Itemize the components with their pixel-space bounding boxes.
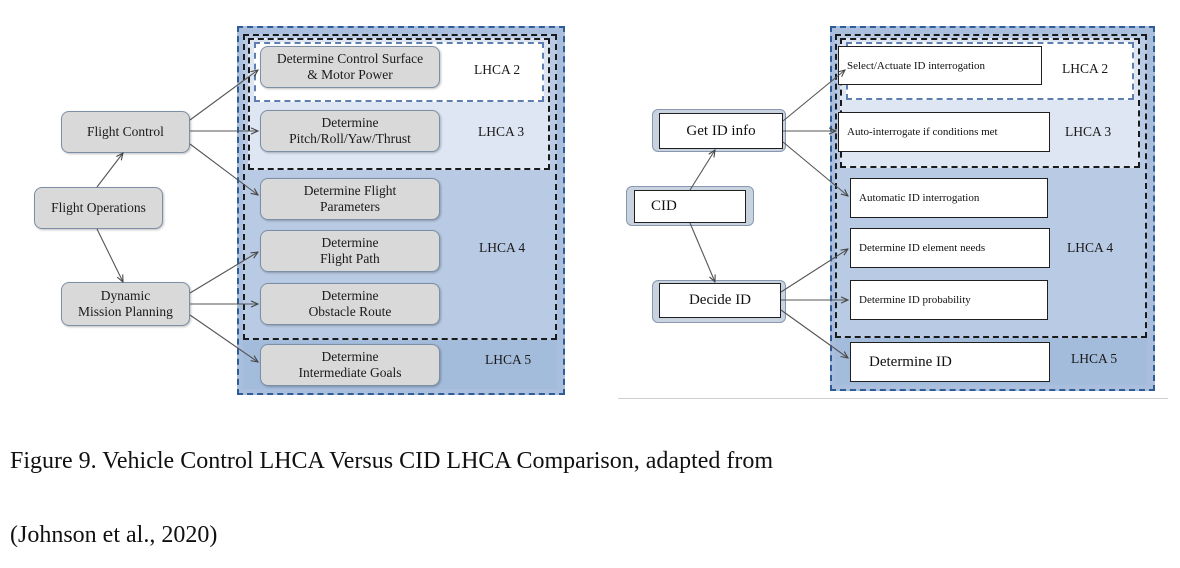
arrow-ops-to-control xyxy=(96,153,123,188)
node-determine-id: Determine ID xyxy=(850,342,1050,382)
node-flight-parameters: Determine Flight Parameters xyxy=(260,178,440,220)
arrow-cid-to-decide xyxy=(689,222,715,282)
arrow-mission-to-path xyxy=(189,252,258,294)
right-lhca3-label: LHCA 3 xyxy=(1065,124,1112,139)
arrow-ops-to-mission xyxy=(96,228,123,282)
arrow-mission-to-goals xyxy=(189,314,258,362)
node-flight-operations: Flight Operations xyxy=(34,187,163,229)
figure-caption-line1: Figure 9. Vehicle Control LHCA Versus CI… xyxy=(10,448,774,474)
node-automatic-id-interrogation: Automatic ID interrogation xyxy=(850,178,1048,218)
figure-caption-line2: (Johnson et al., 2020) xyxy=(10,522,218,548)
node-auto-interrogate: Auto-interrogate if conditions met xyxy=(838,112,1050,152)
node-pitch-roll-yaw-thrust: Determine Pitch/Roll/Yaw/Thrust xyxy=(260,110,440,152)
node-get-id-info: Get ID info xyxy=(659,113,783,149)
right-lhca2-label: LHCA 2 xyxy=(1062,61,1109,76)
left-lhca3-label: LHCA 3 xyxy=(478,124,525,139)
arrow-get-info-to-select xyxy=(782,70,845,122)
right-baseline xyxy=(618,398,1168,399)
node-control-surface: Determine Control Surface & Motor Power xyxy=(260,46,440,88)
arrow-control-to-surface xyxy=(189,70,258,121)
node-obstacle-route: Determine Obstacle Route xyxy=(260,283,440,325)
node-id-probability: Determine ID probability xyxy=(850,280,1048,320)
arrow-decide-to-needs xyxy=(780,249,848,293)
node-flight-path: Determine Flight Path xyxy=(260,230,440,272)
right-lhca4-label: LHCA 4 xyxy=(1067,240,1114,255)
left-lhca2-label: LHCA 2 xyxy=(474,62,521,77)
left-lhca4-label: LHCA 4 xyxy=(479,240,526,255)
arrow-get-info-to-automatic xyxy=(782,141,848,196)
node-intermediate-goals: Determine Intermediate Goals xyxy=(260,344,440,386)
node-select-actuate-id: Select/Actuate ID interrogation xyxy=(838,46,1042,85)
node-dynamic-mission-planning: Dynamic Mission Planning xyxy=(61,282,190,326)
node-id-element-needs: Determine ID element needs xyxy=(850,228,1050,268)
arrow-decide-to-determine xyxy=(780,309,848,358)
node-cid: CID xyxy=(634,190,746,223)
left-lhca5-label: LHCA 5 xyxy=(485,352,532,367)
node-flight-control: Flight Control xyxy=(61,111,190,153)
node-decide-id: Decide ID xyxy=(659,283,781,318)
arrow-cid-to-get-info xyxy=(689,150,715,191)
arrow-control-to-params xyxy=(189,143,258,195)
right-lhca5-label: LHCA 5 xyxy=(1071,351,1118,366)
